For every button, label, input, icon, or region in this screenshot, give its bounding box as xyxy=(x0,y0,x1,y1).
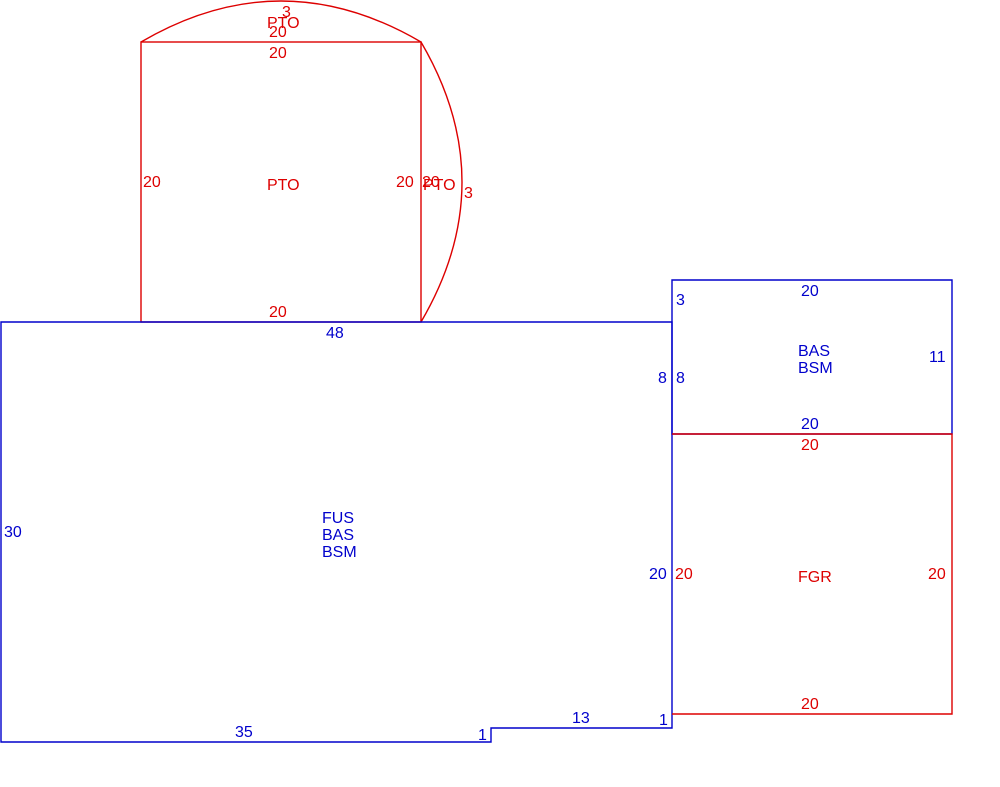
porch-group xyxy=(140,0,463,323)
porch-top-arc-label: PTO xyxy=(267,15,300,32)
addition-dim-bottom: 20 xyxy=(801,416,819,433)
main-dim-top: 48 xyxy=(326,325,344,342)
addition-dim-right: 11 xyxy=(929,349,946,366)
garage-dim-left: 20 xyxy=(675,566,693,583)
porch-top-arc-chord: 20 xyxy=(269,24,287,41)
porch-dim-top: 20 xyxy=(269,45,287,62)
main-dim-corner: 1 xyxy=(659,712,668,729)
addition-label-bsm: BSM xyxy=(798,360,833,377)
main-dim-step: 1 xyxy=(478,727,487,744)
porch-top-arc xyxy=(140,0,422,43)
addition-label-bas: BAS xyxy=(798,343,830,360)
porch-dim-bottom: 20 xyxy=(269,304,287,321)
garage-label: FGR xyxy=(798,569,832,586)
porch-right-arc xyxy=(420,41,463,323)
main-dim-left: 30 xyxy=(4,524,22,541)
addition-dim-top: 20 xyxy=(801,283,819,300)
main-label-bas: BAS xyxy=(322,527,354,544)
porch-top-arc-rise: 3 xyxy=(282,4,291,21)
addition-dim-left-top: 3 xyxy=(676,292,685,309)
main-dim-bottom: 35 xyxy=(235,724,253,741)
porch-dim-right: 20 xyxy=(396,174,414,191)
main-dim-bottom-short: 13 xyxy=(572,710,590,727)
main-dim-right-upper: 8 xyxy=(658,370,667,387)
garage-dim-right: 20 xyxy=(928,566,946,583)
garage-dim-bottom: 20 xyxy=(801,696,819,713)
porch-right-arc-rise: 3 xyxy=(464,185,473,202)
main-label-bsm: BSM xyxy=(322,544,357,561)
addition-dim-left: 8 xyxy=(676,370,685,387)
main-label-fus: FUS xyxy=(322,510,354,527)
porch-label: PTO xyxy=(267,177,300,194)
garage-outline xyxy=(672,433,953,715)
garage-dim-top: 20 xyxy=(801,437,819,454)
porch-dim-left: 20 xyxy=(143,174,161,191)
main-dim-right-lower: 20 xyxy=(649,566,667,583)
porch-right-arc-chord: 20 xyxy=(422,174,440,191)
porch-right-arc-label: PTO xyxy=(423,177,456,194)
